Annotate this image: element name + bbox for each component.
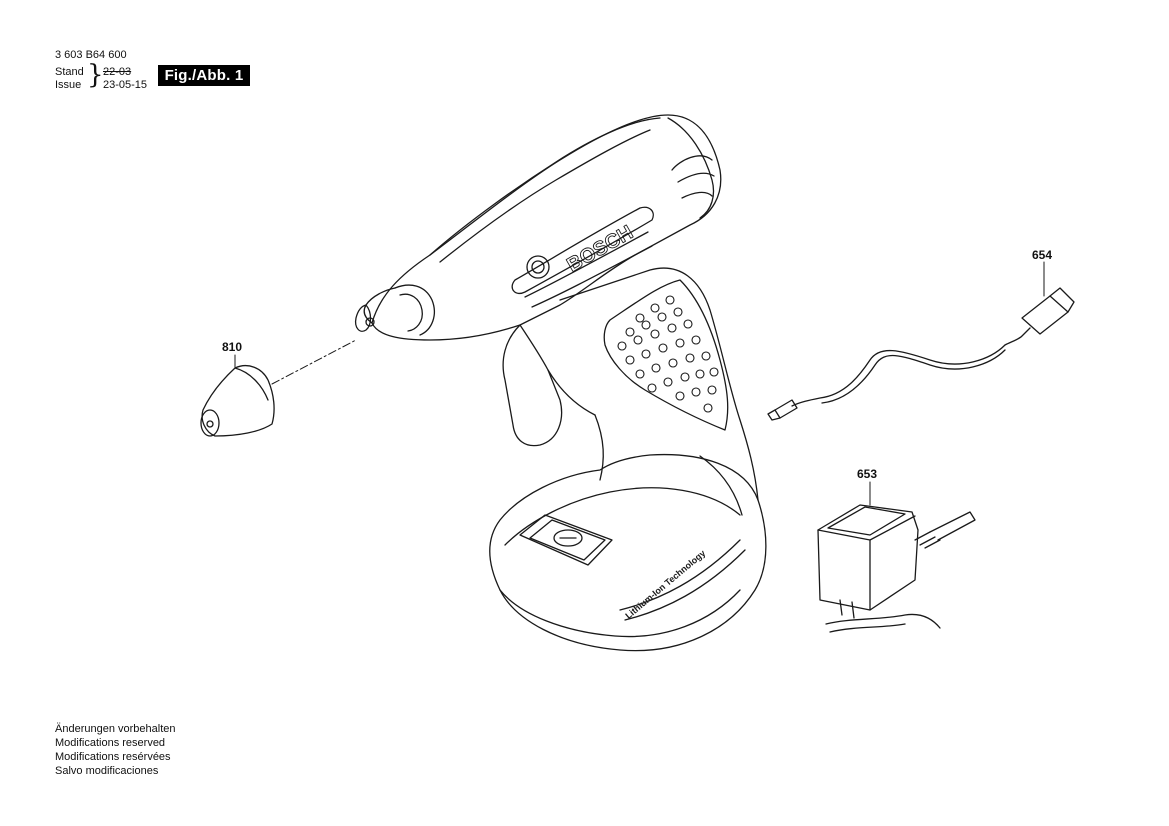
- footer-notes: Änderungen vorbehalten Modifications res…: [55, 722, 175, 778]
- figure-label: Fig./Abb. 1: [158, 65, 250, 86]
- alignment-line: [271, 339, 357, 385]
- grip-texture-dots: [617, 295, 719, 413]
- brace-symbol: }: [87, 60, 104, 90]
- document-number: 3 603 B64 600: [55, 49, 127, 61]
- stand-date: 22-03: [103, 66, 132, 78]
- footer-line: Änderungen vorbehalten: [55, 723, 176, 735]
- callout-653: 653: [857, 467, 878, 481]
- nozzle-cap-810: [200, 365, 275, 437]
- footer-line: Modifications reserved: [55, 737, 166, 749]
- callout-654: 654: [1032, 248, 1053, 262]
- usb-cable-654: [767, 287, 1075, 421]
- stand-label: Stand: [55, 66, 84, 78]
- charger-653: [817, 504, 976, 633]
- battery-base: [489, 453, 767, 652]
- callout-810: 810: [222, 340, 243, 354]
- issue-label: Issue: [55, 79, 82, 91]
- glue-gun-body: [354, 114, 759, 501]
- battery-label-text: Lithium-Ion Technology: [623, 548, 707, 621]
- footer-line: Salvo modificaciones: [55, 765, 159, 777]
- footer-line: Modifications resérvées: [55, 751, 171, 763]
- issue-date: 23-05-15: [103, 79, 148, 91]
